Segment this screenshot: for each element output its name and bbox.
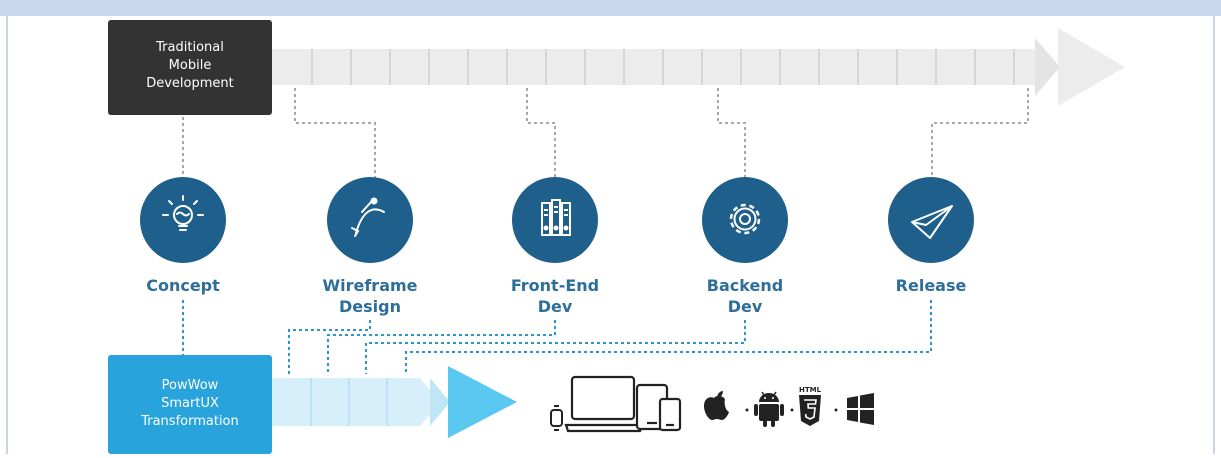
- powwow-label-line: SmartUX: [161, 396, 219, 411]
- traditional-label-line: Traditional: [156, 40, 224, 55]
- platform-separator: [834, 408, 838, 412]
- watch-icon: [550, 405, 563, 431]
- stage-circle-backend: [702, 177, 788, 263]
- stage-label-line: Dev: [727, 297, 763, 316]
- stage-circle-concept: [140, 177, 226, 263]
- powwow-label-line: PowWow: [161, 378, 219, 393]
- stage-circle-frontend: [512, 177, 598, 263]
- powwow-box-label: PowWow SmartUX Transformation: [108, 377, 272, 431]
- android-icon: [754, 391, 784, 427]
- traditional-timeline-arrow: [250, 28, 1125, 106]
- stage-label-line: Release: [895, 276, 967, 295]
- powwow-box: [108, 355, 272, 454]
- platform-separator: [745, 408, 749, 412]
- stage-circles: [140, 177, 974, 263]
- html5-icon: HTML: [799, 386, 822, 426]
- traditional-label-line: Mobile: [168, 58, 212, 73]
- lightbulb-icon: [162, 195, 204, 231]
- paper-plane-icon: [911, 205, 953, 239]
- traditional-label-line: Development: [146, 76, 234, 91]
- stage-label-frontend: Front-End Dev: [485, 275, 625, 317]
- stage-label-line: Backend: [706, 276, 784, 295]
- windows-icon: [847, 393, 874, 425]
- server-icon: [541, 199, 571, 236]
- powwow-label-line: Transformation: [141, 414, 239, 429]
- powwow-timeline-arrow: [270, 366, 517, 438]
- bottom-connectors: [182, 300, 932, 374]
- phone-icon: [658, 397, 682, 432]
- stage-label-line: Design: [339, 297, 401, 316]
- stage-label-backend: Backend Dev: [675, 275, 815, 317]
- pen-tool-icon: [351, 197, 385, 237]
- html5-wordmark: HTML: [799, 386, 822, 394]
- stage-label-line: Dev: [537, 297, 573, 316]
- stage-circle-release: [888, 177, 974, 263]
- top-banner: [0, 0, 1221, 16]
- stage-label-line: Front-End: [510, 276, 600, 295]
- platform-separator: [790, 408, 794, 412]
- traditional-box-label: Traditional Mobile Development: [108, 39, 272, 93]
- stage-label-concept: Concept: [113, 275, 253, 296]
- stage-circle-wireframe: [327, 177, 413, 263]
- traditional-box: [108, 20, 272, 115]
- top-connectors: [182, 88, 1029, 182]
- stage-label-line: Concept: [146, 276, 220, 295]
- gear-icon: [729, 203, 761, 235]
- stage-label-wireframe: Wireframe Design: [300, 275, 440, 317]
- stage-label-release: Release: [861, 275, 1001, 296]
- laptop-icon: [564, 375, 644, 433]
- apple-icon: [704, 391, 729, 420]
- stage-label-line: Wireframe: [322, 276, 418, 295]
